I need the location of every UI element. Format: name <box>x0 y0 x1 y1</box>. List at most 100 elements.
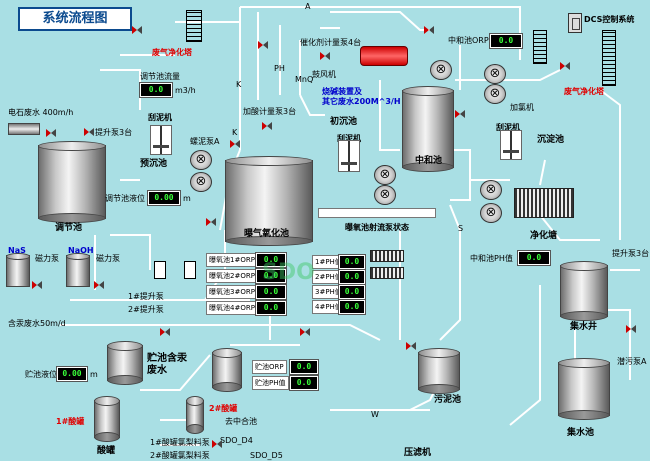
sludge-tank[interactable] <box>418 348 460 394</box>
collect-well-label: 集水井 <box>570 322 598 332</box>
ph3-label: 3#PH值 <box>312 285 345 299</box>
jet-pump-1-icon[interactable] <box>370 250 404 262</box>
valve-7-icon[interactable] <box>560 62 570 70</box>
feed-water-label: 电石废水 400m/h <box>8 108 74 117</box>
pump-mid-3-icon[interactable]: ⊗ <box>480 180 502 200</box>
jet-pump-2-icon[interactable] <box>370 267 404 279</box>
aer3-display: 0.0 <box>255 284 287 300</box>
naoh-tank[interactable] <box>66 253 90 287</box>
collect-tank-label: 集水池 <box>567 428 595 438</box>
valve-5-icon[interactable] <box>320 52 330 60</box>
store-orp-label: 贮池ORP <box>252 360 287 374</box>
level-unit: m <box>183 194 191 203</box>
mnq-label: MnQ <box>295 75 314 84</box>
regulate-level-label: 调节池液位 <box>105 194 145 203</box>
pump-top-1-icon[interactable]: ⊗ <box>430 60 452 80</box>
valve-10-icon[interactable] <box>262 122 272 130</box>
acid1-tank[interactable] <box>94 396 120 442</box>
neutral-tank-label: 中和池 <box>415 156 443 166</box>
ph3-display: 0.0 <box>338 284 366 300</box>
aer-status-label: 曝氧池射流泵状态 <box>345 223 409 232</box>
valve-16-icon[interactable] <box>160 328 170 336</box>
neutral-ph-label: 中和池PH值 <box>470 254 513 263</box>
valve-12-icon[interactable] <box>626 325 636 333</box>
presettle-tank-label: 预沉池 <box>140 159 168 169</box>
collect-tank[interactable] <box>558 358 610 420</box>
nas-tank[interactable] <box>6 253 30 287</box>
neutral-orp-label: 中和池ORP <box>448 36 489 45</box>
acid2-tank[interactable] <box>186 396 204 434</box>
blower-label: 鼓风机 <box>312 70 336 79</box>
naoh-label: NaOH <box>68 246 94 255</box>
line-s-label: S <box>458 224 464 233</box>
waste-gas-tower-left-label: 废气净化塔 <box>152 48 192 57</box>
sludge-pump-a-icon[interactable]: ⊗ <box>190 150 212 170</box>
store-level-unit: m <box>90 370 98 379</box>
pump-mid-1-icon[interactable]: ⊗ <box>374 165 396 185</box>
settle-tank-label: 沉淀池 <box>537 135 565 145</box>
valve-15-icon[interactable] <box>94 281 104 289</box>
line-w-label: W <box>371 410 379 419</box>
sdo-d5-label: SDO_D5 <box>250 451 283 460</box>
acid-pump1-label: 1#酸罐氯梨料泵 <box>150 438 210 447</box>
acid2-label: 2#酸罐 <box>209 404 238 413</box>
aer1-label: 曝氧池1#ORP <box>206 253 258 267</box>
regulate-tank[interactable] <box>38 141 106 223</box>
small-tank[interactable] <box>212 348 242 392</box>
valve-13-icon[interactable] <box>406 342 416 350</box>
valve-9-icon[interactable] <box>230 140 240 148</box>
neutral-tank[interactable] <box>402 86 454 172</box>
oxidizer-pump-label: 催化剂计量泵4台 <box>300 38 362 47</box>
stack-icon <box>602 30 616 86</box>
sludge-pump-b-icon[interactable]: ⊗ <box>190 172 212 192</box>
store-orp-display: 0.0 <box>289 359 319 375</box>
acid-pump2-label: 2#酸罐氯梨料泵 <box>150 451 210 460</box>
lift-right-label: 提升泵3台 <box>612 249 650 258</box>
ph4-display: 0.0 <box>338 299 366 315</box>
scraper-left-icon[interactable] <box>150 125 172 155</box>
regulate-level-display: 0.00 <box>147 190 181 206</box>
store-tank[interactable] <box>107 341 143 385</box>
lift1-label: 1#提升泵 <box>128 292 164 301</box>
store-ph-label: 贮池PH值 <box>252 376 289 390</box>
sludge-pump-label: 螺泥泵A <box>190 137 220 146</box>
pump-mid-4-icon[interactable]: ⊗ <box>480 203 502 223</box>
waste-gas-tower-left-icon <box>186 10 202 42</box>
valve-8-icon[interactable] <box>206 218 216 226</box>
filter-2-icon[interactable] <box>184 261 196 279</box>
valve-14-icon[interactable] <box>32 281 42 289</box>
filter-1-icon[interactable] <box>154 261 166 279</box>
valve-1-icon[interactable] <box>46 129 56 137</box>
mercury-water-label: 含汞废水50m/d <box>8 319 66 328</box>
valve-6-icon[interactable] <box>424 26 434 34</box>
valve-2-icon[interactable] <box>84 128 94 136</box>
scraper-mid-icon[interactable] <box>338 140 360 172</box>
waste-gas-tower-right-icon <box>533 30 547 64</box>
to-basin-label: 去中合池 <box>225 417 257 426</box>
add-alkali-label: 加氯机 <box>510 103 534 112</box>
pump-top-3-icon[interactable]: ⊗ <box>484 84 506 104</box>
anoxic-tank[interactable] <box>225 156 313 246</box>
dosing-pump-label: 加酸计量泵3台 <box>243 107 297 116</box>
dcs-label[interactable]: DCS控制系统 <box>584 15 635 24</box>
valve-3-icon[interactable] <box>132 26 142 34</box>
blower-icon[interactable] <box>360 46 408 66</box>
collect-well[interactable] <box>560 261 608 321</box>
dcs-monitor-icon[interactable] <box>568 13 582 33</box>
valve-18-icon[interactable] <box>212 440 222 448</box>
aer2-label: 曝氧池2#ORP <box>206 269 258 283</box>
scraper-mid-label: 刮泥机 <box>337 134 361 143</box>
valve-4-icon[interactable] <box>258 41 268 49</box>
flow-unit: m3/h <box>175 86 196 95</box>
valve-11-icon[interactable] <box>455 110 465 118</box>
pump-top-2-icon[interactable]: ⊗ <box>484 64 506 84</box>
lift2-label: 2#提升泵 <box>128 305 164 314</box>
first-tank-label: 初沉池 <box>330 117 358 127</box>
valve-17-icon[interactable] <box>300 328 310 336</box>
scraper-right-icon[interactable] <box>500 130 522 160</box>
regulate-flow-display: 0.0 <box>139 82 173 98</box>
pump-mid-2-icon[interactable]: ⊗ <box>374 185 396 205</box>
clarify-dryer[interactable] <box>514 188 574 218</box>
ph2-display: 0.0 <box>338 269 366 285</box>
